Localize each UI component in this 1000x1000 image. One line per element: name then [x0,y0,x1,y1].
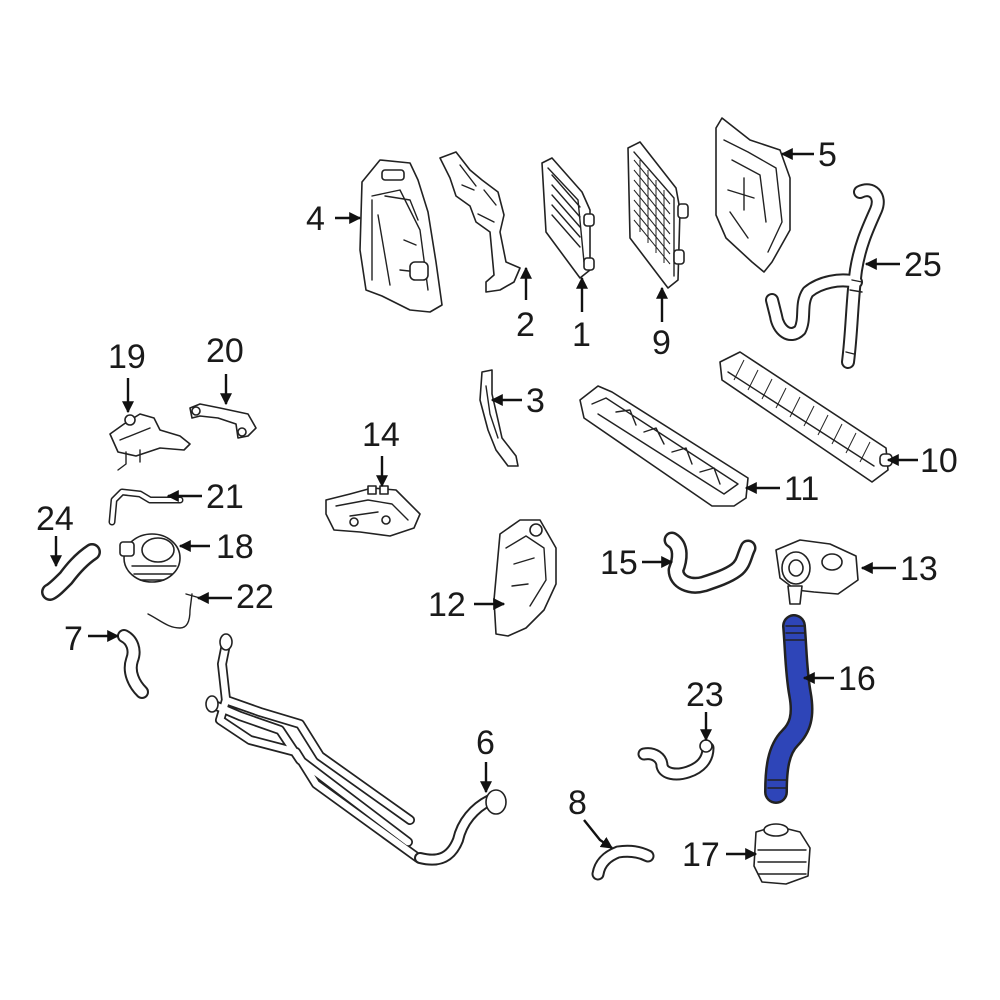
callout-16[interactable]: 16 [838,660,876,698]
callout-2[interactable]: 2 [516,306,535,344]
part-9-condenser[interactable] [627,141,689,289]
part-22-wire[interactable] [147,593,201,629]
part-24-hose[interactable] [41,543,101,601]
leader-lines [50,148,918,860]
callout-25[interactable]: 25 [904,246,942,284]
callout-1[interactable]: 1 [572,316,591,354]
callout-11[interactable]: 11 [784,470,819,508]
callout-7[interactable]: 7 [64,620,83,658]
callout-17[interactable]: 17 [682,836,720,874]
callout-12[interactable]: 12 [428,586,466,624]
part-12-shield[interactable] [493,519,557,637]
callout-14[interactable]: 14 [362,416,400,454]
part-13-thermostat-housing[interactable] [775,539,859,605]
callout-15[interactable]: 15 [600,544,638,582]
callout-5[interactable]: 5 [818,136,837,174]
part-25-hose[interactable] [765,183,885,369]
callout-20[interactable]: 20 [206,332,244,370]
part-6-pipe-assembly[interactable] [205,633,507,866]
part-5-fan-shroud[interactable] [715,117,791,273]
callout-21[interactable]: 21 [206,478,244,516]
part-21-pipe[interactable] [108,488,184,526]
callout-8[interactable]: 8 [568,784,587,822]
callout-labels: 4 2 1 9 5 25 3 11 10 19 20 14 21 18 24 2… [36,136,958,874]
callout-9[interactable]: 9 [652,324,671,362]
callout-6[interactable]: 6 [476,724,495,762]
callout-10[interactable]: 10 [920,442,958,480]
part-10-aux-cooler[interactable] [719,351,893,483]
part-16-hose-highlighted[interactable] [764,614,814,804]
callout-13[interactable]: 13 [900,550,938,588]
part-1-radiator[interactable] [541,157,595,279]
part-20-clamp[interactable] [189,403,257,439]
callout-4[interactable]: 4 [306,200,325,238]
part-23-hose[interactable] [637,739,715,781]
part-4-radiator-shroud[interactable] [359,159,443,313]
callout-24[interactable]: 24 [36,500,74,538]
part-8-hose[interactable] [591,844,655,881]
part-19-bracket[interactable] [109,413,191,471]
part-11-air-duct[interactable] [579,385,749,507]
part-7-hose[interactable] [117,629,149,699]
callout-19[interactable]: 19 [108,338,146,376]
callout-3[interactable]: 3 [526,382,545,420]
part-2-bracket[interactable] [439,151,521,293]
callout-23[interactable]: 23 [686,676,724,714]
callout-18[interactable]: 18 [216,528,254,566]
part-14-mount-plate[interactable] [325,485,421,537]
part-15-hose[interactable] [663,531,757,594]
callout-22[interactable]: 22 [236,578,274,616]
part-3-bracket[interactable] [479,369,519,467]
part-18-water-pump[interactable] [119,533,181,583]
part-17-pump[interactable] [753,823,811,885]
